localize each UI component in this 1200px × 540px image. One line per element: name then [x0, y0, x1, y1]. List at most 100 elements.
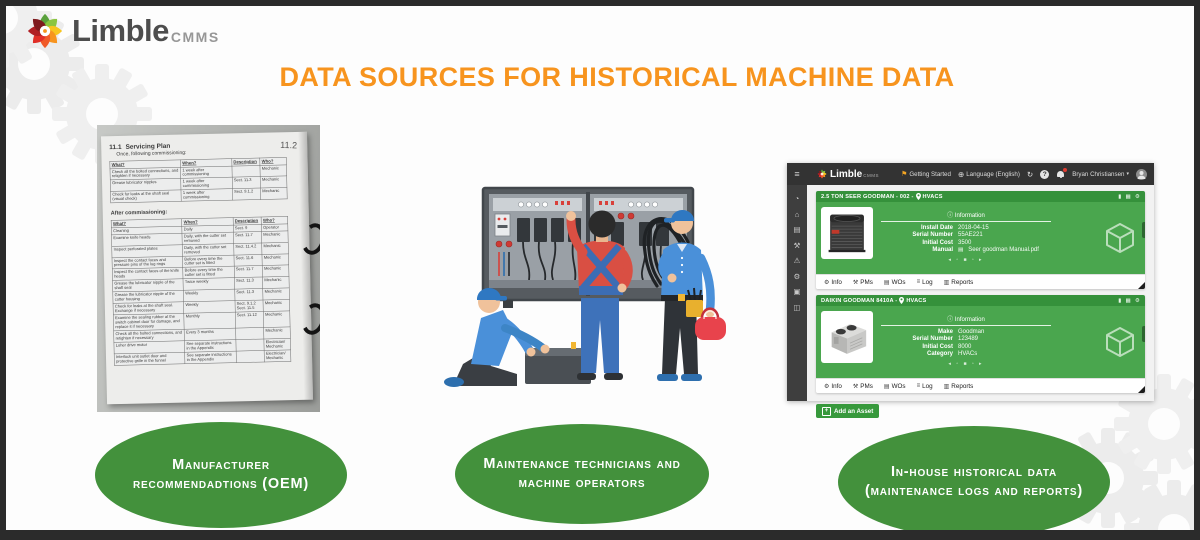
information-title: ⓘ Information: [947, 317, 985, 323]
brand-suffix: CMMS: [170, 29, 220, 45]
menu-hamburger-icon[interactable]: ≡: [794, 169, 800, 179]
sidebar-icon[interactable]: ⌂: [794, 209, 800, 219]
control-panel-cabinets: [481, 186, 695, 308]
info-field-row: Make Goodman: [937, 329, 985, 335]
ac-condenser-image: [828, 214, 866, 253]
scroll-nub[interactable]: [1141, 222, 1145, 238]
page-title: DATA SOURCES FOR HISTORICAL MACHINE DATA: [279, 62, 955, 92]
sidebar-icon[interactable]: ⚠: [793, 256, 801, 265]
card-header-icon[interactable]: ⚙: [1134, 297, 1140, 304]
toolbar-tab-icon: ⚙: [824, 383, 830, 390]
toolbar-tab[interactable]: ⚒ PMs: [852, 382, 873, 390]
add-asset-button[interactable]: + Add an Asset: [816, 404, 880, 418]
toolbar-tab[interactable]: ▤ WOs: [883, 278, 906, 286]
toolbar-tab-icon: ≡: [916, 383, 921, 389]
asset-toolbar: ⚙ Info ⚒ PMs ▤ WOs ≡ Log: [816, 378, 1145, 393]
sidebar-icon[interactable]: ▤: [793, 225, 801, 234]
file-icon: ▤: [958, 247, 964, 254]
app-navbar: ≡ Limble CMMS ⚑ Getting Started ⊕ Langua…: [787, 163, 1154, 185]
brand-logo: Limble CMMS: [26, 12, 220, 50]
resize-fold[interactable]: [1138, 282, 1145, 289]
notifications-bell-icon[interactable]: [1056, 167, 1068, 179]
asset-info: ⓘ Information Install Date 2018-04-15 Se…: [881, 207, 1051, 269]
app-sidebar: ◔ ⌂ ▤ ⚒ ⚠ ⚙ ▣ ◫: [787, 185, 807, 401]
technicians-illustration: [444, 186, 726, 387]
asset-toolbar: ⚙ Info ⚒ PMs ▤ WOs ≡ Log: [816, 274, 1145, 289]
card-header-icon[interactable]: ▮: [1118, 297, 1122, 304]
sidebar-icon[interactable]: ◫: [793, 302, 801, 312]
toolbar-tab-icon: ▤: [883, 383, 890, 390]
app-main-area: 2.5 TON SEER GOODMAN - 002 - HVACS ▮▦⚙: [807, 185, 1154, 418]
chevron-down-icon: ▾: [1126, 171, 1129, 177]
help-icon[interactable]: ?: [1040, 169, 1050, 179]
carousel-pagination-dots[interactable]: ◂ ▫ ■ ▫ ▸: [948, 256, 984, 263]
asset-card-header[interactable]: DAIKIN GOODMAN 8410A - HVACS ▮▦⚙: [816, 295, 1145, 306]
card-header-icon[interactable]: ▦: [1125, 193, 1131, 200]
manual-section2-heading: After commissioning:: [110, 209, 168, 217]
user-menu[interactable]: Bryan Christiansen ▾: [1072, 170, 1129, 178]
card-header-icon[interactable]: ▮: [1118, 193, 1122, 200]
rooftop-unit-image: [831, 323, 867, 354]
location-pin-icon: [899, 297, 905, 304]
card-header-icon[interactable]: ▦: [1125, 297, 1131, 304]
toolbar-tab-icon: ⚒: [852, 279, 859, 286]
package-cube-icon: [1106, 327, 1134, 357]
refresh-icon[interactable]: ↻: [1026, 169, 1034, 179]
toolbar-tab[interactable]: ≡ Log: [916, 382, 933, 390]
getting-started-icon: ⚑: [901, 171, 908, 178]
limble-pinwheel-icon: [27, 13, 63, 49]
package-cube-icon: [1106, 223, 1134, 253]
scroll-nub[interactable]: [1141, 326, 1145, 342]
toolbar-tab[interactable]: ⚙ Info: [824, 382, 842, 390]
toolbar-tab-icon: ⚙: [824, 279, 830, 286]
asset-info: ⓘ Information Make Goodman Serial Number: [881, 311, 1051, 373]
limble-pinwheel-icon: [817, 169, 827, 179]
label-inhouse: In-house historical data (maintenance lo…: [838, 426, 1110, 530]
location-pin-icon: [915, 193, 921, 200]
toolbar-tab-icon: ▥: [943, 279, 950, 286]
asset-card-daikin-8410a: DAIKIN GOODMAN 8410A - HVACS ▮▦⚙: [816, 295, 1145, 393]
sidebar-icon[interactable]: ⚒: [793, 240, 801, 250]
app-logo[interactable]: Limble CMMS: [817, 169, 879, 180]
toolbar-tab[interactable]: ≡ Log: [916, 278, 933, 286]
card-header-icon[interactable]: ⚙: [1134, 193, 1140, 200]
avatar[interactable]: [1136, 168, 1147, 180]
getting-started-link[interactable]: ⚑ Getting Started: [901, 170, 951, 179]
sidebar-icon[interactable]: ▣: [793, 287, 801, 296]
toolbar-tab-icon: ▥: [943, 383, 950, 390]
carousel-pagination-dots[interactable]: ◂ ▫ ■ ▫ ▸: [948, 360, 984, 367]
info-field-row: Serial Number 123489: [912, 336, 979, 343]
globe-icon: ⊕: [957, 169, 965, 179]
limble-app-screenshot: ≡ Limble CMMS ⚑ Getting Started ⊕ Langua…: [787, 163, 1154, 418]
toolbar-tab[interactable]: ⚙ Info: [824, 278, 842, 286]
info-icon: ⓘ: [947, 317, 954, 323]
toolbar-tab[interactable]: ▥ Reports: [943, 382, 974, 390]
asset-card-goodman-002: 2.5 TON SEER GOODMAN - 002 - HVACS ▮▦⚙: [816, 191, 1145, 289]
kneeling-technician: [444, 287, 591, 387]
plus-icon: +: [822, 406, 831, 416]
asset-card-body: ⓘ Information Install Date 2018-04-15 Se…: [816, 202, 1145, 274]
info-field-row: Manual ▤ Seer goodman Manual.pdf: [932, 247, 1039, 254]
info-field-row: Category HVACs: [926, 351, 978, 358]
toolbar-tab[interactable]: ▥ Reports: [943, 278, 974, 286]
info-field-row: Serial Number 55AE221: [912, 232, 983, 239]
information-title: ⓘ Information: [947, 213, 985, 219]
asset-photo[interactable]: [821, 207, 873, 259]
notification-badge: [1062, 167, 1068, 172]
asset-photo[interactable]: [821, 311, 873, 363]
sidebar-icon[interactable]: ⚙: [793, 271, 801, 281]
asset-card-header[interactable]: 2.5 TON SEER GOODMAN - 002 - HVACS ▮▦⚙: [816, 191, 1145, 202]
asset-card-body: ⓘ Information Make Goodman Serial Number: [816, 306, 1145, 378]
toolbar-tab[interactable]: ▤ WOs: [883, 382, 906, 390]
language-selector[interactable]: ⊕ Language (English): [957, 169, 1020, 179]
info-field-row: Install Date 2018-04-15: [920, 225, 989, 231]
label-oem: Manufacturer recommendadtions (OEM): [95, 422, 347, 528]
toolbar-tab[interactable]: ⚒ PMs: [852, 278, 873, 286]
sidebar-icon[interactable]: ◔: [794, 194, 800, 203]
resize-fold[interactable]: [1138, 386, 1145, 393]
